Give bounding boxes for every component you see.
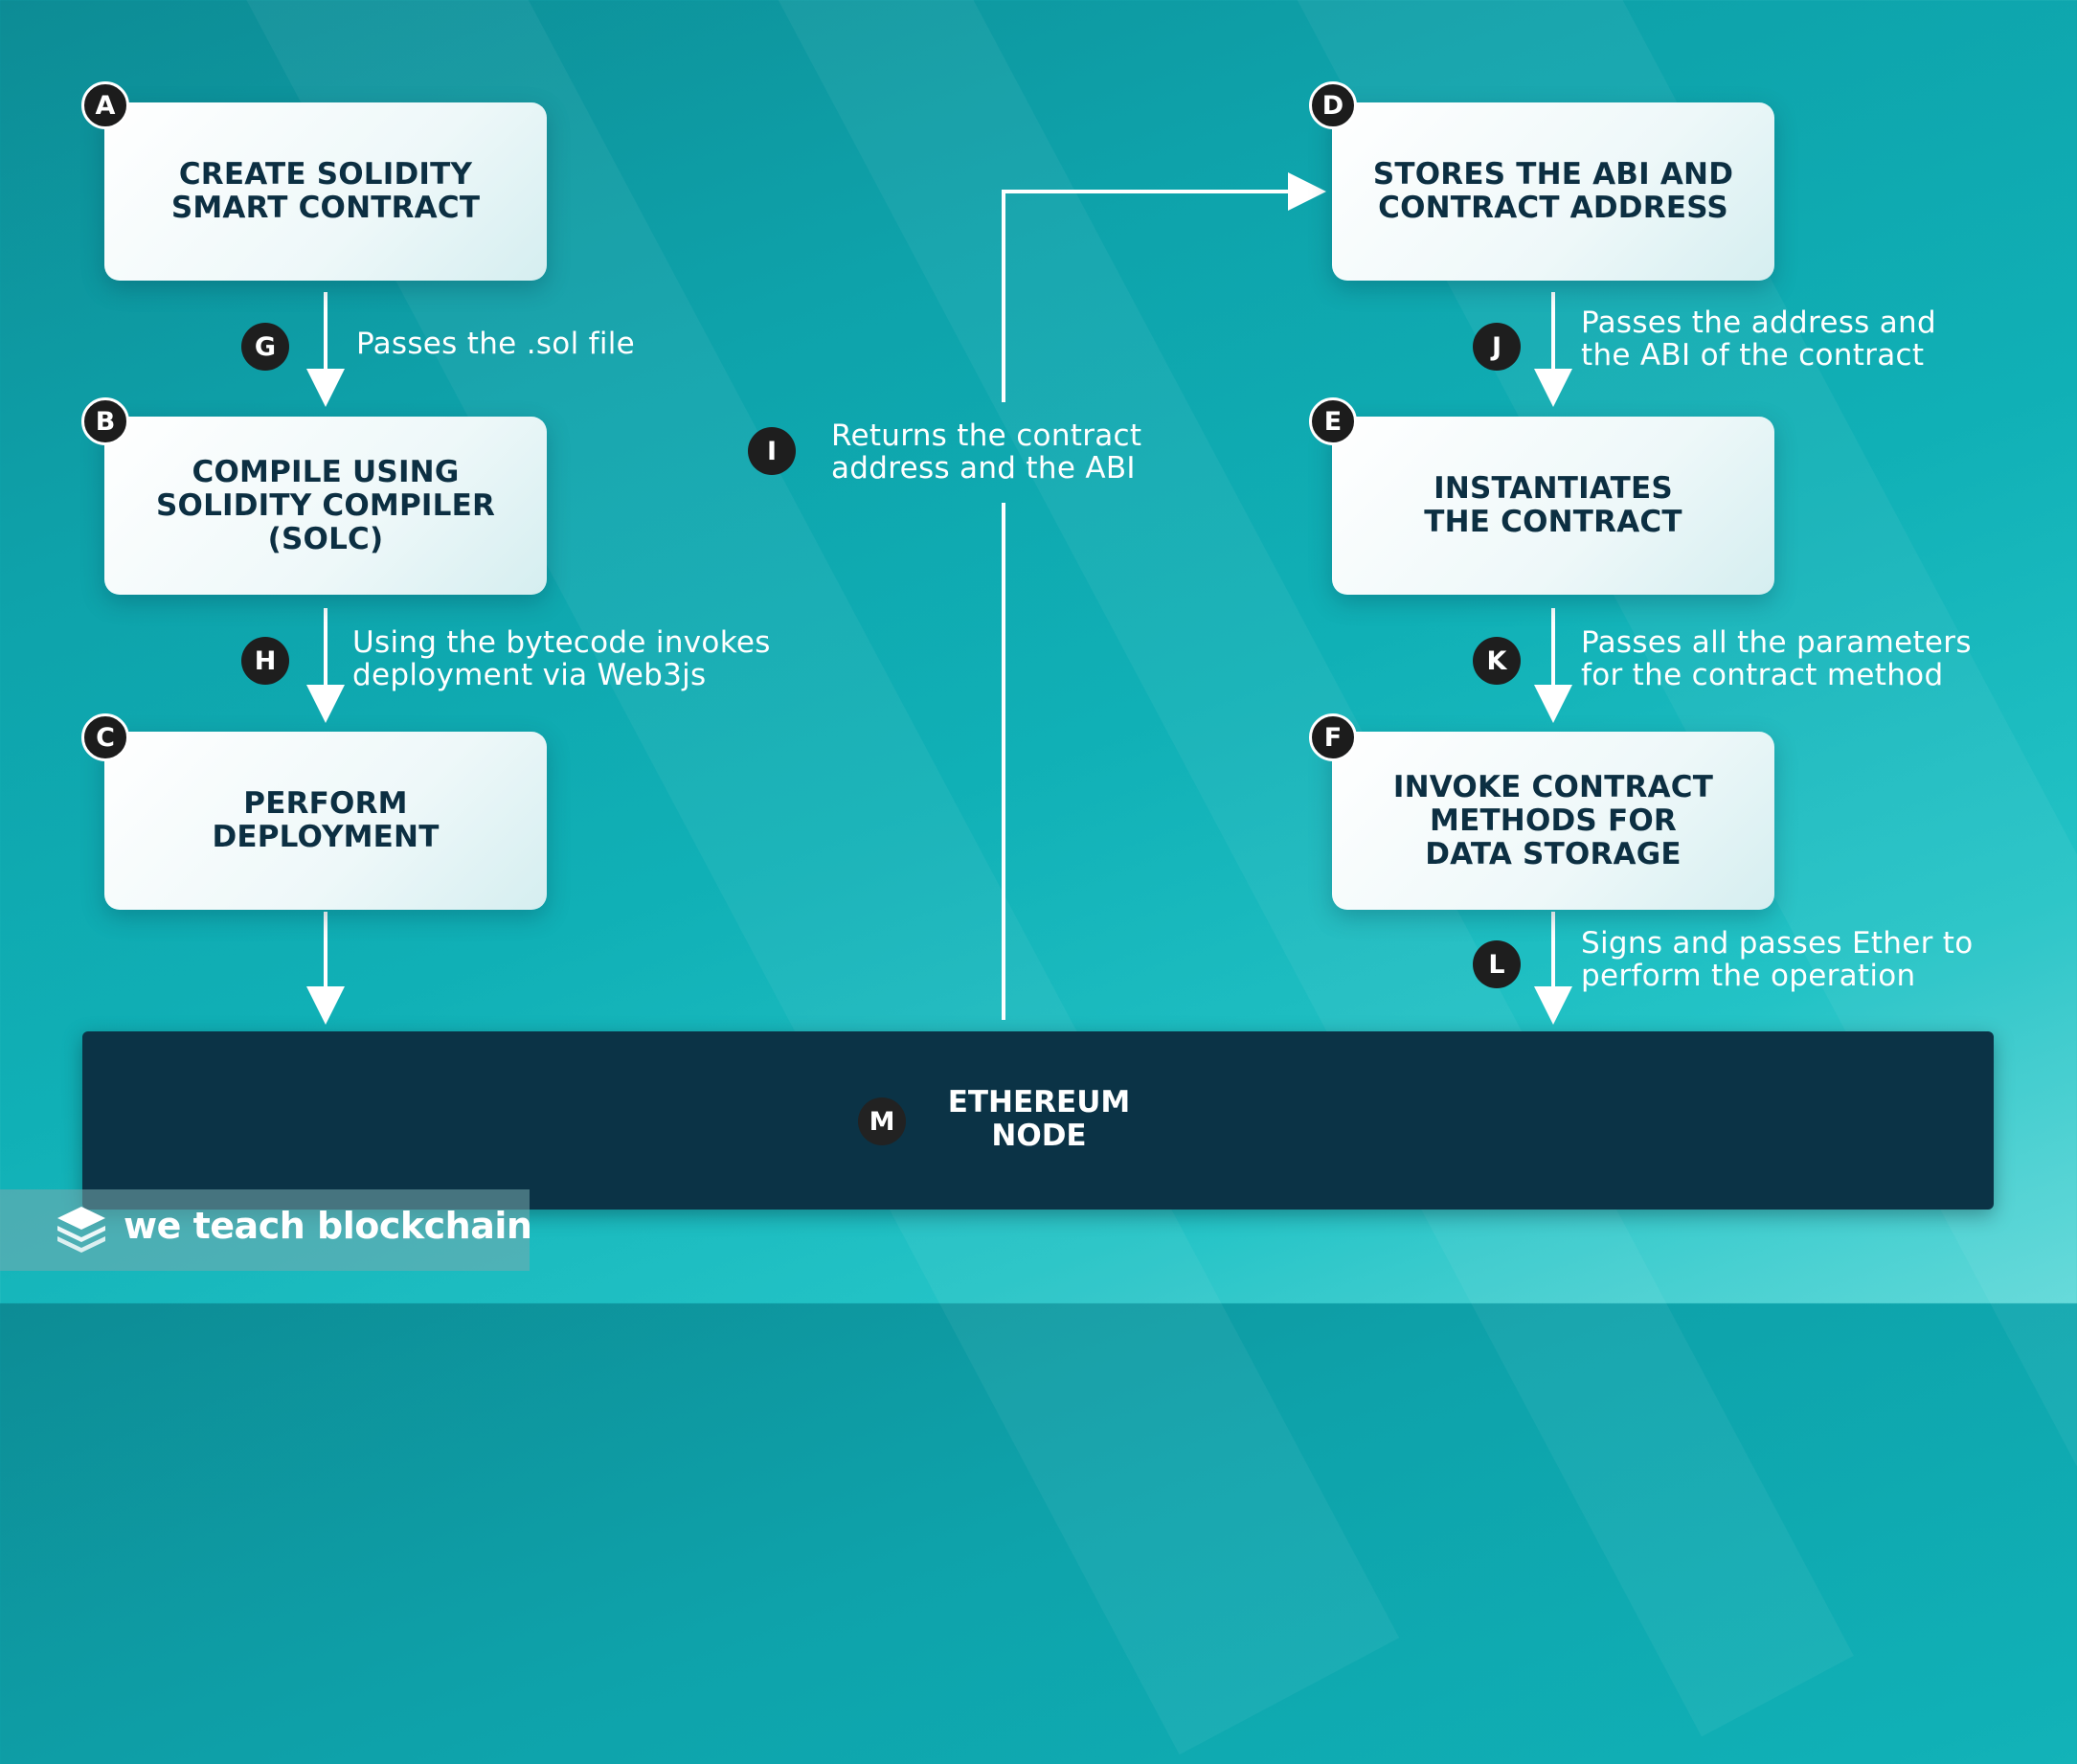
edge-label: Passes the .sol file — [356, 327, 636, 361]
edge-label: Signs and passes Ether to perform the op… — [1581, 926, 1974, 993]
step-badge: B — [81, 397, 129, 445]
step-label: INVOKE CONTRACT METHODS FOR DATA STORAGE — [1392, 769, 1714, 871]
ethereum-node-label: ETHEREUM NODE — [947, 1085, 1131, 1153]
step-box-compile: COMPILE USING SOLIDITY COMPILER (SOLC) — [104, 417, 547, 595]
edge-badge: I — [748, 427, 796, 475]
edge-badge: K — [1473, 637, 1521, 685]
edge-badge: L — [1473, 940, 1521, 988]
connector-arrows — [306, 172, 1572, 1025]
step-box-create-contract: CREATE SOLIDITY SMART CONTRACT — [104, 102, 547, 281]
step-badge: E — [1309, 397, 1357, 445]
brand-bar — [0, 1189, 530, 1271]
stacked-layers-icon — [57, 1207, 105, 1253]
step-badge: A — [81, 81, 129, 129]
edge-label: Passes all the parameters for the contra… — [1581, 625, 1972, 692]
edge-badge: H — [241, 637, 289, 685]
edge-label: Returns the contract address and the ABI — [831, 418, 1142, 486]
step-label: CREATE SOLIDITY SMART CONTRACT — [170, 157, 481, 225]
brand-name: we teach blockchain — [124, 1205, 532, 1247]
step-badge: F — [1309, 713, 1357, 761]
step-badge: D — [1309, 81, 1357, 129]
ethereum-node-box — [82, 1031, 1994, 1210]
step-badge: C — [81, 713, 129, 761]
step-box-instantiate: INSTANTIATES THE CONTRACT — [1332, 417, 1774, 595]
edge-label: Passes the address and the ABI of the co… — [1581, 305, 1936, 373]
arrow-node-to-d-top — [1002, 172, 1326, 402]
edge-badge: G — [241, 323, 289, 371]
step-box-store-abi: STORES THE ABI AND CONTRACT ADDRESS — [1332, 102, 1774, 281]
step-label: STORES THE ABI AND CONTRACT ADDRESS — [1372, 157, 1734, 225]
step-box-invoke-methods: INVOKE CONTRACT METHODS FOR DATA STORAGE — [1332, 732, 1774, 910]
edge-label: Using the bytecode invokes deployment vi… — [352, 625, 771, 692]
step-label: PERFORM DEPLOYMENT — [212, 786, 440, 854]
step-box-deploy: PERFORM DEPLOYMENT — [104, 732, 547, 910]
step-label: INSTANTIATES THE CONTRACT — [1424, 471, 1682, 539]
step-label: COMPILE USING SOLIDITY COMPILER (SOLC) — [155, 454, 496, 556]
node-badge: M — [858, 1097, 906, 1145]
edge-badge: J — [1473, 323, 1521, 371]
